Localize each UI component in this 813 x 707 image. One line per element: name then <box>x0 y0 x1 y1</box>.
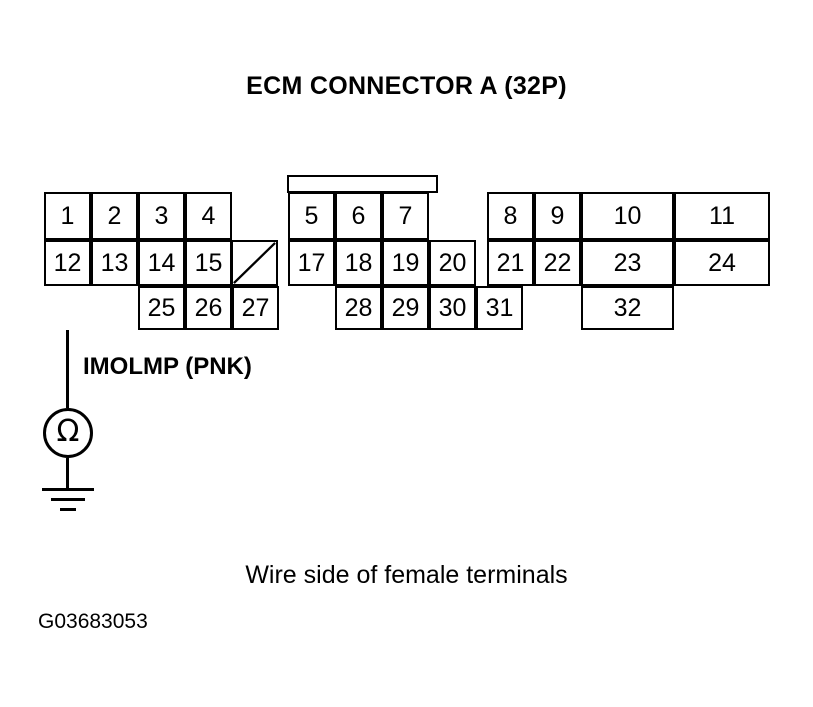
terminal-12[interactable]: 12 <box>44 240 91 286</box>
terminal-14[interactable]: 14 <box>138 240 185 286</box>
wire-line <box>66 330 69 408</box>
ohmmeter-icon: Ω <box>43 408 93 458</box>
terminal-9[interactable]: 9 <box>534 192 581 240</box>
terminal-10[interactable]: 10 <box>581 192 674 240</box>
terminal-7[interactable]: 7 <box>382 192 429 240</box>
connector-locking-tab <box>287 175 438 193</box>
terminal-21[interactable]: 21 <box>487 240 534 286</box>
terminal-26[interactable]: 26 <box>185 286 232 330</box>
terminal-28[interactable]: 28 <box>335 286 382 330</box>
blank-terminal-cavity <box>231 240 278 286</box>
terminal-32[interactable]: 32 <box>581 286 674 330</box>
terminal-19[interactable]: 19 <box>382 240 429 286</box>
terminal-13[interactable]: 13 <box>91 240 138 286</box>
terminal-5[interactable]: 5 <box>288 192 335 240</box>
terminal-30[interactable]: 30 <box>429 286 476 330</box>
terminal-25[interactable]: 25 <box>138 286 185 330</box>
ground-lead-line <box>66 458 69 488</box>
terminal-11[interactable]: 11 <box>674 192 770 240</box>
terminal-22[interactable]: 22 <box>534 240 581 286</box>
terminal-29[interactable]: 29 <box>382 286 429 330</box>
terminal-8[interactable]: 8 <box>487 192 534 240</box>
terminal-17[interactable]: 17 <box>288 240 335 286</box>
terminal-2[interactable]: 2 <box>91 192 138 240</box>
terminal-31[interactable]: 31 <box>476 286 523 330</box>
wire-label: IMOLMP (PNK) <box>83 353 252 380</box>
terminal-27[interactable]: 27 <box>232 286 279 330</box>
diagonal-slash-icon <box>233 242 276 284</box>
figure-caption: Wire side of female terminals <box>245 561 568 589</box>
terminal-24[interactable]: 24 <box>674 240 770 286</box>
ground-icon-bar-1 <box>42 488 94 491</box>
terminal-6[interactable]: 6 <box>335 192 382 240</box>
ground-icon-bar-2 <box>51 498 85 501</box>
terminal-1[interactable]: 1 <box>44 192 91 240</box>
terminal-3[interactable]: 3 <box>138 192 185 240</box>
terminal-23[interactable]: 23 <box>581 240 674 286</box>
terminal-4[interactable]: 4 <box>185 192 232 240</box>
terminal-18[interactable]: 18 <box>335 240 382 286</box>
ground-icon-bar-3 <box>60 508 76 511</box>
terminal-20[interactable]: 20 <box>429 240 476 286</box>
terminal-15[interactable]: 15 <box>185 240 232 286</box>
figure-id: G03683053 <box>38 610 148 633</box>
page-title: ECM CONNECTOR A (32P) <box>246 72 567 100</box>
